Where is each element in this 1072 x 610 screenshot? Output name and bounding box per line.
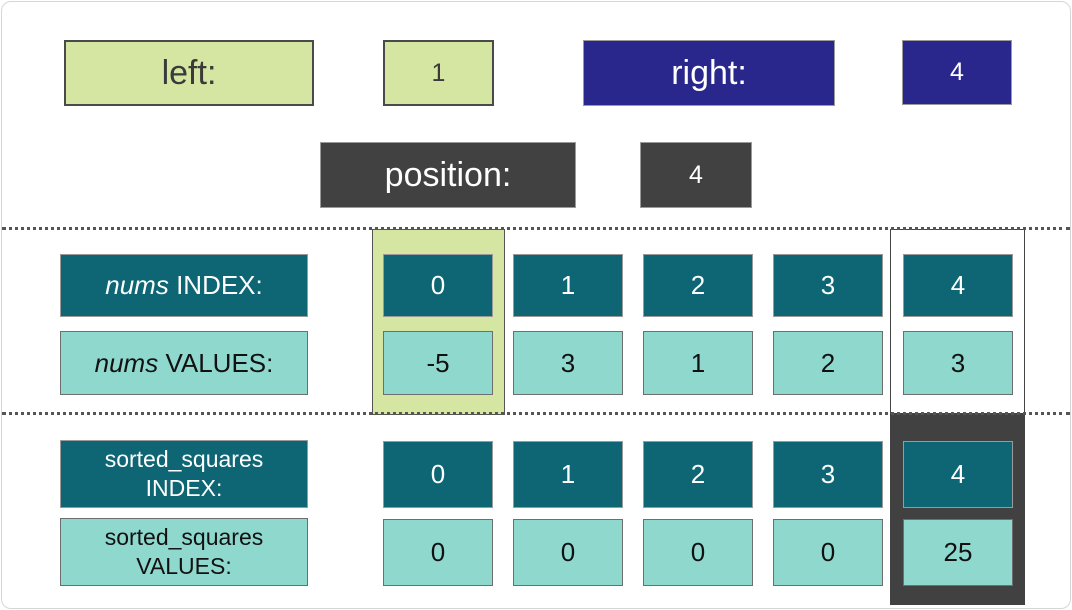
- sorted-squares-value-cell: 0: [383, 519, 493, 586]
- nums-value-cell: -5: [383, 331, 493, 395]
- sorted-squares-index-cell: 0: [383, 441, 493, 508]
- sorted-squares-index-cell: 3: [773, 441, 883, 508]
- nums-index-row-label: nums INDEX:: [60, 254, 308, 317]
- sorted-squares-index-cell: 4: [903, 441, 1013, 508]
- left-pointer-value: 1: [383, 40, 494, 106]
- nums-value-cell: 3: [513, 331, 623, 395]
- nums-value-cell: 3: [903, 331, 1013, 395]
- nums-index-cell: 1: [513, 254, 623, 317]
- nums-index-cell: 4: [903, 254, 1013, 317]
- nums-values-row-label: nums VALUES:: [60, 331, 308, 395]
- separator-dotted-top: [2, 227, 1070, 230]
- nums-index-cell: 0: [383, 254, 493, 317]
- position-label: position:: [320, 142, 576, 208]
- nums-var-name: nums: [94, 347, 159, 378]
- left-pointer-label: left:: [64, 40, 314, 106]
- position-value: 4: [640, 142, 752, 208]
- nums-index-cell: 3: [773, 254, 883, 317]
- sorted-squares-index-cell: 2: [643, 441, 753, 508]
- sorted-squares-value-cell: 0: [773, 519, 883, 586]
- nums-value-cell: 2: [773, 331, 883, 395]
- sorted-squares-value-cell: 0: [643, 519, 753, 586]
- sorted-squares-index-row-label: sorted_squares INDEX:: [60, 440, 308, 508]
- right-pointer-label: right:: [583, 40, 835, 106]
- right-pointer-value: 4: [902, 40, 1012, 105]
- sorted-squares-var-name: sorted_squares: [104, 524, 264, 551]
- nums-var-name: nums: [105, 270, 169, 300]
- nums-index-cell: 2: [643, 254, 753, 317]
- sorted-squares-var-name: sorted_squares: [104, 446, 264, 473]
- sorted-squares-index-cell: 1: [513, 441, 623, 508]
- sorted-squares-value-cell: 0: [513, 519, 623, 586]
- separator-dotted-bottom: [2, 412, 1070, 415]
- sorted-squares-value-cell: 25: [903, 519, 1013, 586]
- nums-value-cell: 1: [643, 331, 753, 395]
- sorted-squares-values-row-label: sorted_squares VALUES:: [60, 518, 308, 586]
